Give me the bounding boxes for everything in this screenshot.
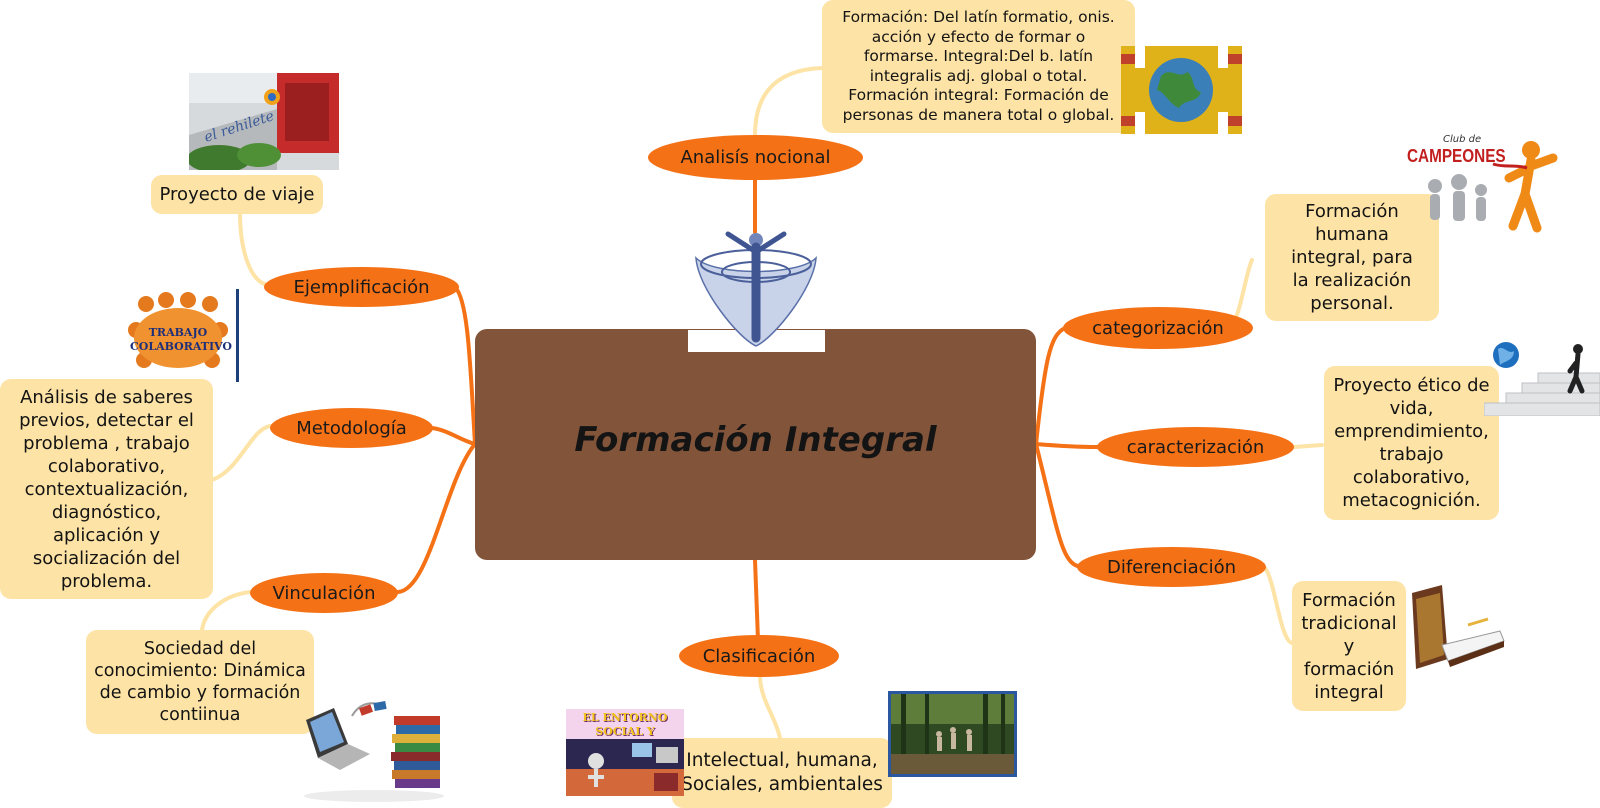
note-clasificacion-text: Intelectual, humana, Sociales, ambiental… [681,750,883,795]
note-ejemplificacion[interactable]: Proyecto de viaje [151,175,323,214]
note-diferenciacion-text: Formación tradicional y formación integr… [1301,589,1397,703]
note-caracterizacion[interactable]: Proyecto ético de vida, emprendimiento, … [1324,366,1499,520]
school-sign-image: el rehilete [189,73,339,170]
note-vinculacion-text: Sociedad del conocimiento: Dinámica de c… [94,639,306,725]
topic-diferenciacion[interactable]: Diferenciación [1077,547,1266,587]
sub-clasificacion [758,673,782,740]
sub-diferenciacion [1263,566,1294,645]
note-analisis[interactable]: Formación: Del latín formatio, onis. acc… [822,0,1135,133]
sub-analisis [753,66,824,137]
topic-vinculacion[interactable]: Vinculación [250,573,398,613]
topic-analisis-nocional[interactable]: Analisís nocional [648,135,863,180]
branch-categorizacion [1034,326,1067,446]
topic-diferenciacion-label: Diferenciación [1106,556,1236,578]
topic-vinculacion-label: Vinculación [272,582,376,604]
stairs-image [1484,341,1600,416]
topic-metodologia[interactable]: Metodología [270,408,433,448]
entorno-image: EL ENTORNO SOCIAL Y CULTURAL [566,709,684,796]
teamwork-image: TRABAJO COLABORATIVO [124,290,232,380]
branch-ejemplificacion [453,285,477,446]
note-caracterizacion-text: Proyecto ético de vida, emprendimiento, … [1333,375,1490,511]
topic-clasificacion-label: Clasificación [702,645,816,667]
note-categorizacion[interactable]: Formación humana integral, para la reali… [1265,194,1439,321]
teamwork-divider [236,289,239,382]
sub-metodologia [210,424,272,482]
topic-analisis-label: Analisís nocional [680,147,831,168]
sub-ejemplificacion [238,210,270,287]
note-vinculacion[interactable]: Sociedad del conocimiento: Dinámica de c… [86,630,314,734]
laptop-books-image [300,696,446,804]
topic-metodologia-label: Metodología [296,417,407,439]
note-categorizacion-text: Formación humana integral, para la reali… [1291,201,1413,314]
human-figure-image [688,228,825,352]
forest-image [888,691,1017,777]
branch-metodologia [430,426,477,446]
topic-categorizacion-label: categorización [1092,317,1224,339]
champions-small-text: Club de [1443,134,1482,145]
champions-big-text: CAMPEONES [1407,146,1506,166]
branch-vinculacion [396,442,477,594]
note-ejemplificacion-text: Proyecto de viaje [159,184,315,205]
topic-ejemplificacion[interactable]: Ejemplificación [264,267,459,307]
central-title: Formación Integral [574,419,937,460]
topic-clasificacion[interactable]: Clasificación [679,635,839,677]
note-analisis-text: Formación: Del latín formatio, onis. acc… [842,8,1115,124]
sub-caracterizacion [1292,443,1324,449]
note-clasificacion[interactable]: Intelectual, humana, Sociales, ambiental… [672,738,892,808]
globe-hands-image [1121,46,1242,134]
folder-image [1408,585,1505,677]
teamwork-text: TRABAJO COLABORATIVO [130,326,232,353]
note-diferenciacion[interactable]: Formación tradicional y formación integr… [1292,581,1406,711]
sub-vinculacion [200,590,252,632]
central-topic[interactable]: Formación Integral [475,329,1036,560]
branch-diferenciacion [1034,442,1084,569]
note-metodologia-text: Análisis de saberes previos, detectar el… [19,386,194,592]
topic-ejemplificacion-label: Ejemplificación [293,276,430,298]
topic-categorizacion[interactable]: categorización [1063,307,1253,349]
topic-caracterizacion[interactable]: caracterización [1097,427,1294,467]
branch-clasificacion [753,558,760,642]
branch-caracterizacion [1034,442,1099,449]
note-metodologia[interactable]: Análisis de saberes previos, detectar el… [0,379,213,599]
topic-caracterizacion-label: caracterización [1126,436,1265,458]
champions-image: Club de CAMPEONES [1405,134,1562,244]
